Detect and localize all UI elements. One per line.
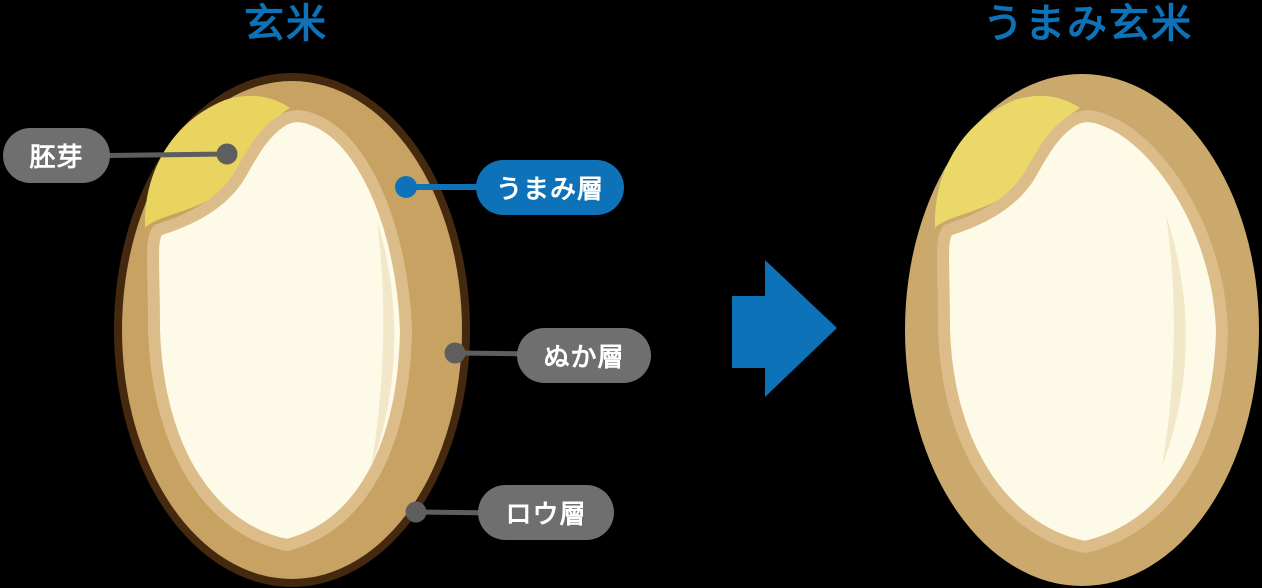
germ-shape [144,95,290,229]
transform-arrow-icon [732,260,837,397]
label-wax-layer: ロウ層 [478,485,614,540]
genmai-grain-illustration [114,73,470,587]
bran-layer-callout-dot [444,342,466,364]
label-umami-layer: うまみ層 [476,160,624,215]
label-germ: 胚芽 [3,128,110,183]
endosperm-highlight [371,220,395,468]
endosperm-highlight-right [1162,215,1186,466]
wax-layer-callout-dot [405,501,427,523]
germ-callout-dot [216,143,238,165]
label-bran-layer: ぬか層 [517,328,651,383]
endosperm-shape-right [937,110,1229,554]
umami-layer-callout-dot [395,176,417,198]
genmai-title: 玄米 [244,1,328,47]
endosperm-shape [147,110,413,552]
germ-shape-right [934,95,1080,229]
umami-genmai-grain-illustration [905,74,1259,586]
umami-genmai-title: うまみ玄米 [983,1,1193,47]
